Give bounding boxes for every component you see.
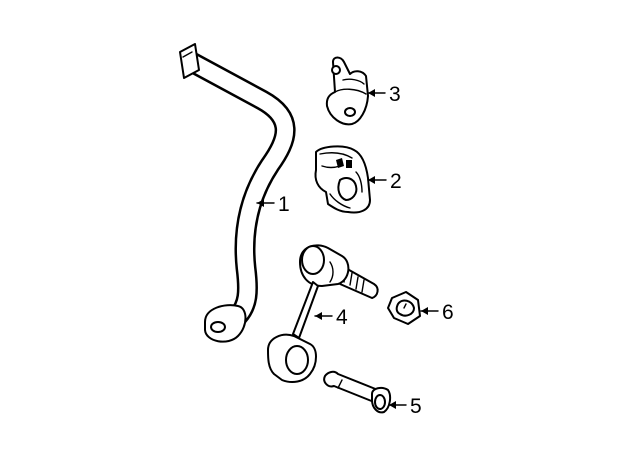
callout-number: 6 <box>442 301 454 324</box>
nut-part <box>387 291 421 325</box>
stabilizer-link-part <box>267 244 379 383</box>
bolt-part <box>323 370 392 414</box>
callout-number: 1 <box>278 193 290 216</box>
callout-number: 5 <box>410 395 422 418</box>
stabilizer-bar-part <box>179 43 296 343</box>
callout-1: 1 <box>256 193 290 216</box>
callout-4: 4 <box>314 306 348 329</box>
callout-number: 3 <box>389 83 401 106</box>
callout-5: 5 <box>388 395 422 418</box>
callout-number: 2 <box>390 170 402 193</box>
bushing-part <box>314 145 371 214</box>
callout-2: 2 <box>367 170 402 193</box>
callout-3: 3 <box>367 83 401 106</box>
callout-number: 4 <box>336 306 348 329</box>
bracket-part <box>325 56 369 126</box>
callout-6: 6 <box>420 301 454 324</box>
